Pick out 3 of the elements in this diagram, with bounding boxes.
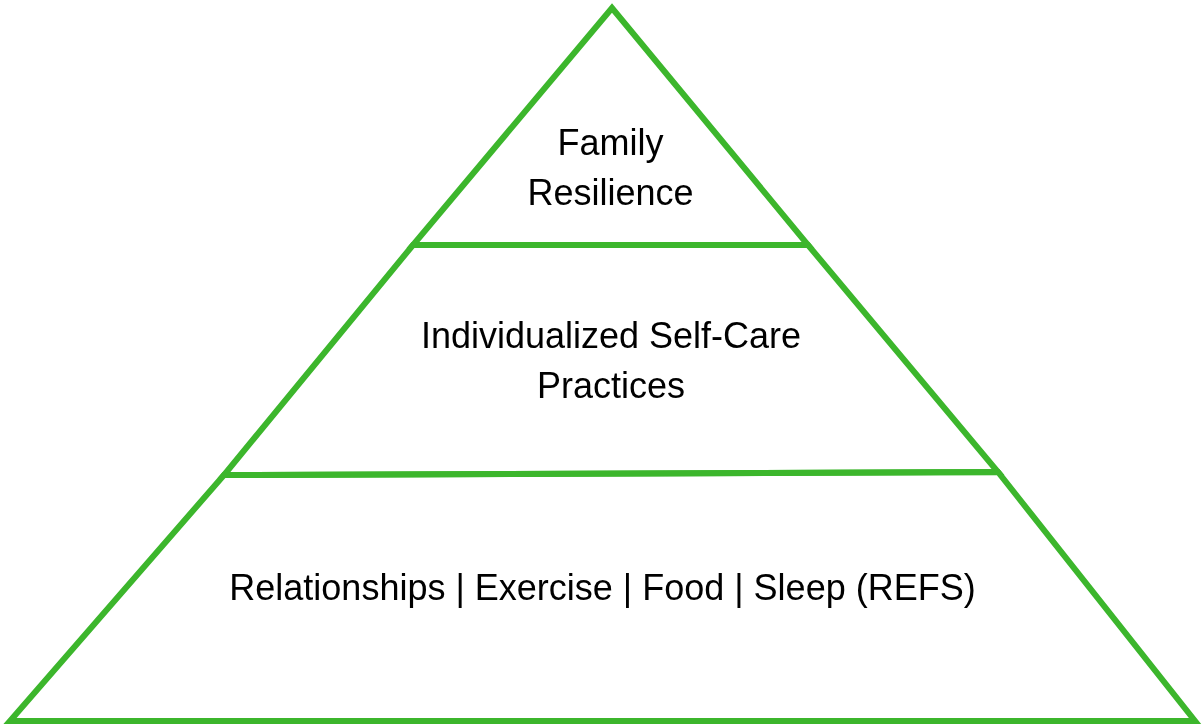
- tier-label: Individualized Self-Care Practices: [419, 314, 803, 408]
- tier-label: Relationships | Exercise | Food | Sleep (REFS): [228, 566, 977, 610]
- tier-label: Family Resilience: [526, 121, 695, 215]
